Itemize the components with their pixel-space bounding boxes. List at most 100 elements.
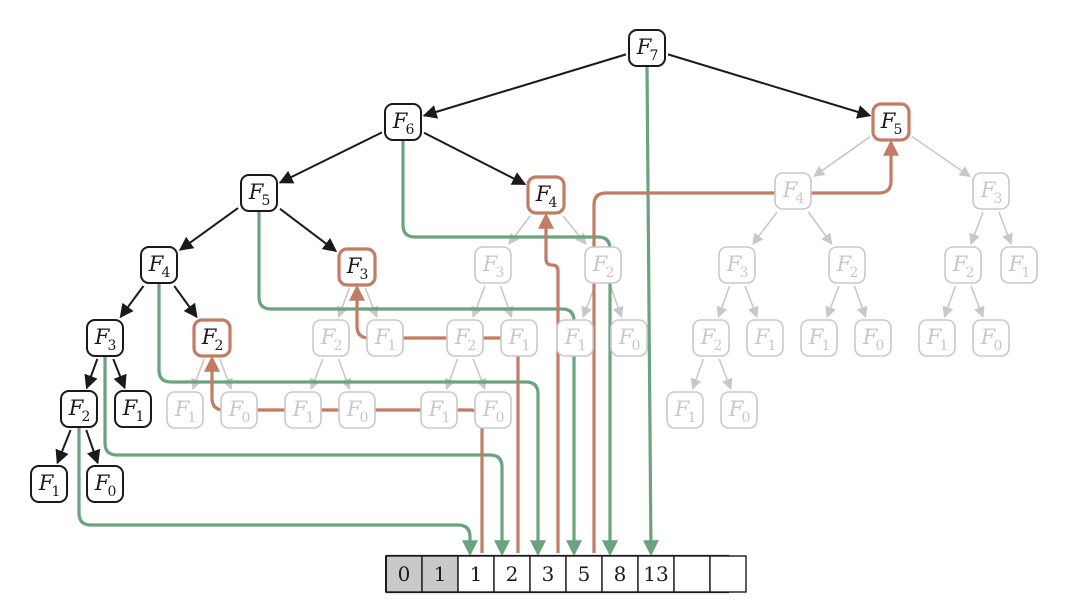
- node-box: [474, 246, 512, 284]
- node-g2g: F2: [828, 246, 866, 284]
- node-label: F: [1008, 252, 1025, 276]
- edge-g2c-g0c: [609, 285, 624, 319]
- node-subscript: 0: [242, 410, 251, 426]
- node-label: F: [564, 325, 581, 349]
- node-subscript: 3: [360, 267, 369, 283]
- node-g1i: F1: [800, 319, 838, 357]
- node-label: F: [68, 396, 85, 420]
- node-subscript: 1: [388, 338, 397, 354]
- node-subscript: 2: [606, 265, 615, 281]
- edge-g2h-g1j: [942, 285, 957, 319]
- node-box: [556, 319, 594, 357]
- node-g1c: F1: [284, 391, 322, 429]
- node-subscript: 1: [306, 410, 315, 426]
- memo-flows: [77, 65, 899, 557]
- node-g1j: F1: [918, 319, 956, 357]
- edge-n5-n3m: [279, 208, 338, 252]
- node-label: F: [926, 325, 943, 349]
- node-label: F: [754, 325, 771, 349]
- node-label: F: [320, 325, 337, 349]
- tree-edges: [55, 53, 1013, 465]
- node-subscript: 6: [406, 122, 415, 138]
- node-label: F: [248, 180, 265, 204]
- node-label: F: [836, 252, 853, 276]
- node-subscript: 1: [822, 338, 831, 354]
- node-box: [166, 391, 204, 429]
- memo-cell-9: [709, 555, 747, 593]
- node-g0b: F0: [338, 391, 376, 429]
- node-label: F: [454, 325, 471, 349]
- memo-cell-value-4: 3: [542, 562, 555, 586]
- store-flow-f5: [257, 211, 582, 557]
- lookup-flow-f4: [538, 212, 560, 553]
- edge-n2-n0a: [85, 429, 101, 465]
- edge-n5-n4: [178, 207, 239, 251]
- node-label: F: [535, 182, 552, 206]
- node-subscript: 1: [1022, 265, 1031, 281]
- node-box: [500, 319, 538, 357]
- node-label: F: [700, 325, 717, 349]
- node-n3: F3: [86, 319, 124, 357]
- node-box: [718, 246, 756, 284]
- node-box: [338, 391, 376, 429]
- table-left-border: [385, 556, 387, 592]
- node-subscript: 0: [742, 410, 751, 426]
- node-subscript: 0: [876, 338, 885, 354]
- node-label: F: [228, 397, 245, 421]
- node-label: F: [392, 109, 409, 133]
- node-subscript: 0: [632, 338, 641, 354]
- edge-n6-n4m: [423, 131, 527, 186]
- node-label: F: [782, 178, 799, 202]
- edge-n7-n6: [422, 53, 627, 119]
- node-subscript: 4: [549, 195, 558, 211]
- node-subscript: 3: [108, 338, 117, 354]
- node-box: [60, 390, 98, 428]
- node-subscript: 1: [188, 410, 197, 426]
- node-label: F: [862, 325, 879, 349]
- node-box: [1000, 246, 1038, 284]
- edge-g3c-g1d: [499, 285, 514, 319]
- node-g0c: F0: [610, 319, 648, 357]
- node-label: F: [952, 252, 969, 276]
- node-box: [774, 172, 812, 210]
- node-subscript: 1: [52, 484, 61, 500]
- node-label: F: [508, 325, 525, 349]
- node-g2d: F2: [446, 319, 484, 357]
- node-n2m: F2: [192, 318, 232, 358]
- node-box: [720, 391, 758, 429]
- node-box: [220, 391, 258, 429]
- node-g1f: F1: [420, 391, 458, 429]
- node-n2: F2: [60, 390, 98, 428]
- node-box: [86, 319, 124, 357]
- node-n5r: F5: [871, 102, 911, 142]
- node-g1k: F1: [666, 391, 704, 429]
- node-box: [871, 102, 911, 142]
- node-label: F: [346, 397, 363, 421]
- node-subscript: 5: [262, 193, 271, 209]
- edge-g3e-g1h: [744, 285, 759, 319]
- node-label: F: [980, 178, 997, 202]
- edge-g3c-g2d: [471, 285, 486, 319]
- node-subscript: 4: [796, 191, 805, 207]
- edge-g3f-g1g: [998, 211, 1013, 246]
- node-subscript: 0: [496, 410, 505, 426]
- edge-g4e-g3e: [752, 211, 778, 245]
- node-label: F: [808, 325, 825, 349]
- memo-cell-2: [457, 555, 495, 593]
- edge-n4-n2m: [173, 285, 198, 319]
- node-subscript: 2: [82, 409, 91, 425]
- node-subscript: 0: [108, 484, 117, 500]
- memo-cell-8: [673, 555, 711, 593]
- node-n3m: F3: [337, 247, 377, 287]
- node-label: F: [880, 109, 897, 133]
- node-g0a: F0: [220, 391, 258, 429]
- lookup-flow-f5: [592, 139, 899, 553]
- edge-g2i-g1k: [690, 358, 705, 391]
- store-flow-f3: [103, 356, 510, 557]
- node-g1b: F1: [366, 319, 404, 357]
- node-subscript: 2: [334, 338, 343, 354]
- edge-g2g-g0e: [853, 285, 868, 319]
- edge-g2i-g0g: [718, 358, 733, 391]
- node-label: F: [38, 471, 55, 495]
- node-label: F: [292, 397, 309, 421]
